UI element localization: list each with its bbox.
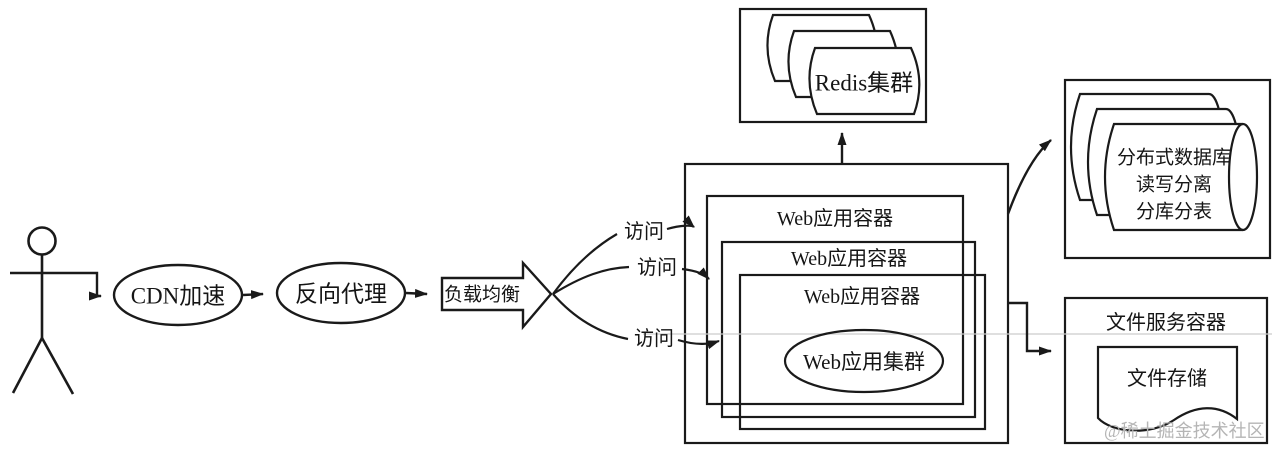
container-to-file-arrow <box>1008 301 1052 356</box>
db-cylinder-3 <box>1103 122 1259 232</box>
cdn-to-proxy-arrow <box>242 290 264 300</box>
redis-cluster-node <box>738 7 928 124</box>
watermark-text: @稀土掘金技术社区 <box>1104 421 1265 441</box>
cdn-label: CDN加速 <box>131 284 226 309</box>
visit-label-1: 访问 <box>624 220 664 243</box>
web-container-box-1 <box>705 194 965 406</box>
web-container-label-1: Web应用容器 <box>777 207 893 230</box>
web-container-label-3: Web应用容器 <box>804 285 920 308</box>
fan-curve-2 <box>552 265 630 295</box>
cdn-node <box>112 263 244 327</box>
user-actor-figure <box>10 226 75 395</box>
proxy-to-lb-arrow <box>405 288 428 298</box>
visit-arrow-3 <box>677 338 720 350</box>
actor-leg-right <box>40 337 75 395</box>
load-balancer-label: 负载均衡 <box>444 284 520 306</box>
file-service-label: 文件服务容器 <box>1106 311 1226 334</box>
actor-head <box>27 226 57 256</box>
visit-label-3: 访问 <box>634 327 674 350</box>
web-container-box-2 <box>720 240 977 419</box>
distributed-db-node <box>1063 78 1272 260</box>
load-balancer-node <box>440 259 553 331</box>
fan-curve-3 <box>552 293 629 341</box>
web-cluster-ellipse <box>783 328 945 394</box>
visit-arrow-1 <box>666 215 695 231</box>
redis-label: Redis集群 <box>815 71 913 96</box>
visit-label-2: 访问 <box>637 256 677 279</box>
db-label-line-3: 分库分表 <box>1136 201 1212 223</box>
fan-curve-1 <box>552 233 618 295</box>
db-label-line-2: 读写分离 <box>1136 174 1212 196</box>
visit-arrow-2 <box>681 267 710 280</box>
file-service-node <box>1063 296 1269 445</box>
db-label-line-1: 分布式数据库 <box>1117 147 1231 169</box>
file-storage-doc <box>1096 345 1239 432</box>
db-cylinder-rim <box>1227 122 1244 232</box>
actor-to-cdn-arrow <box>72 271 102 301</box>
container-to-db-arrow <box>1006 139 1052 215</box>
reverse-proxy-node <box>275 261 407 325</box>
actor-leg-left <box>11 337 44 394</box>
redis-card-3 <box>808 46 921 116</box>
web-container-group-box <box>683 162 1010 445</box>
reverse-proxy-label: 反向代理 <box>295 282 387 307</box>
web-container-box-3 <box>738 273 987 431</box>
web-container-label-2: Web应用容器 <box>791 247 907 270</box>
web-cluster-label: Web应用集群 <box>803 350 925 374</box>
file-storage-label: 文件存储 <box>1127 367 1207 390</box>
